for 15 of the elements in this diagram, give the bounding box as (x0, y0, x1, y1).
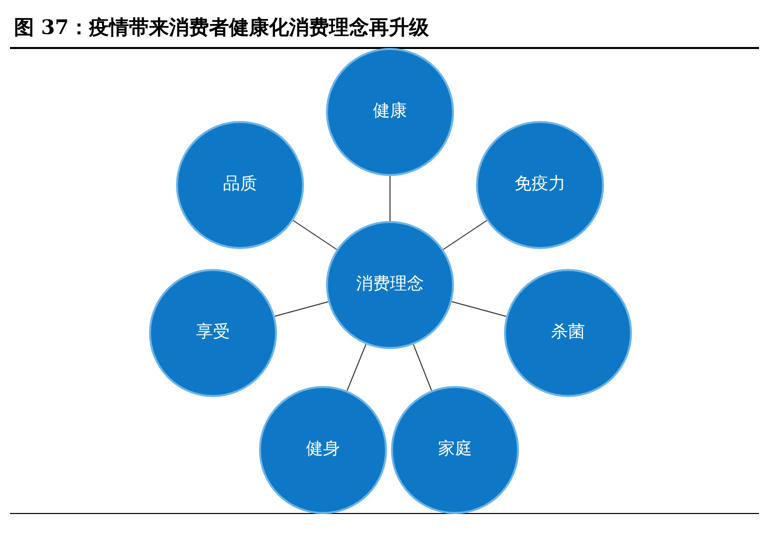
concept-circle: 杀菌 (504, 269, 632, 397)
concept-circle: 消费理念 (326, 221, 454, 349)
concept-circle: 健身 (259, 386, 387, 514)
connector-line (292, 220, 338, 250)
concept-circle: 家庭 (391, 386, 519, 514)
connector-line (442, 220, 488, 250)
concept-circle: 享受 (149, 269, 277, 397)
concept-circle: 品质 (176, 121, 304, 249)
connector-line (412, 344, 432, 391)
connector-line (451, 301, 507, 317)
connector-line (274, 301, 329, 317)
concept-circle: 免疫力 (476, 121, 604, 249)
figure-title: 图 37：疫情带来消费者健康化消费理念再升级 (14, 14, 429, 41)
concept-circle: 健康 (326, 48, 454, 176)
connector-line (346, 344, 366, 392)
